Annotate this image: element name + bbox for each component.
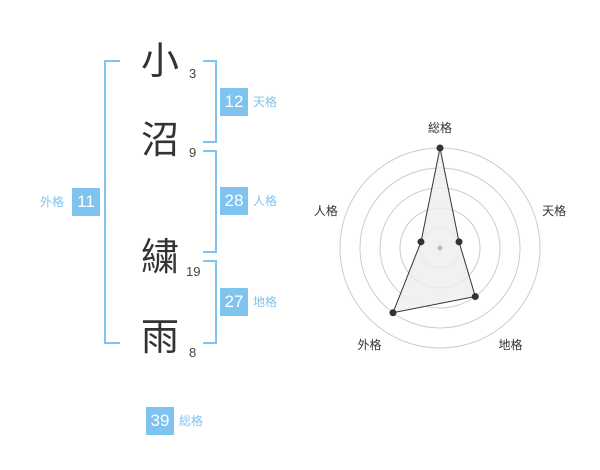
- tenkaku-label: 天格: [253, 95, 278, 109]
- stroke-count-3: 19: [186, 264, 201, 279]
- radar-axis-label-1: 総格: [428, 120, 452, 135]
- radar-axis-label-2: 天格: [542, 203, 566, 218]
- name-char-3: 繍: [141, 235, 180, 279]
- tenkaku-value: 12: [220, 88, 248, 116]
- jinkaku-value: 28: [220, 187, 248, 215]
- stroke-count-4: 8: [189, 345, 197, 360]
- chikaku-label: 地格: [253, 295, 278, 309]
- chikaku-value: 27: [220, 288, 248, 316]
- radar-point-3: [471, 293, 479, 301]
- soukaku-value: 39: [146, 407, 174, 435]
- radar-point-2: [455, 238, 463, 246]
- jinkaku-bracket: [203, 150, 217, 253]
- gaikaku-bracket: [104, 60, 120, 344]
- name-char-4: 雨: [141, 315, 180, 359]
- radar-point-1: [436, 144, 444, 152]
- tenkaku-bracket: [203, 60, 217, 143]
- radar-axis-label-4: 外格: [357, 337, 381, 352]
- gaikaku-value: 11: [72, 188, 100, 216]
- gaikaku-label: 外格: [40, 195, 65, 209]
- radar-polygon: [392, 147, 476, 314]
- radar-axis-label-3: 地格: [498, 337, 522, 352]
- chikaku-bracket: [203, 260, 217, 344]
- soukaku-label: 総格: [179, 414, 204, 428]
- name-char-1: 小: [141, 39, 180, 83]
- jinkaku-label: 人格: [253, 194, 278, 208]
- radar-point-4: [389, 309, 397, 317]
- name-char-2: 沼: [141, 118, 180, 162]
- radar-point-5: [417, 238, 425, 246]
- stroke-count-2: 9: [189, 145, 197, 160]
- stroke-count-1: 3: [189, 66, 197, 81]
- radar-axis-label-5: 人格: [314, 203, 338, 218]
- radar-center-dot: [437, 245, 443, 251]
